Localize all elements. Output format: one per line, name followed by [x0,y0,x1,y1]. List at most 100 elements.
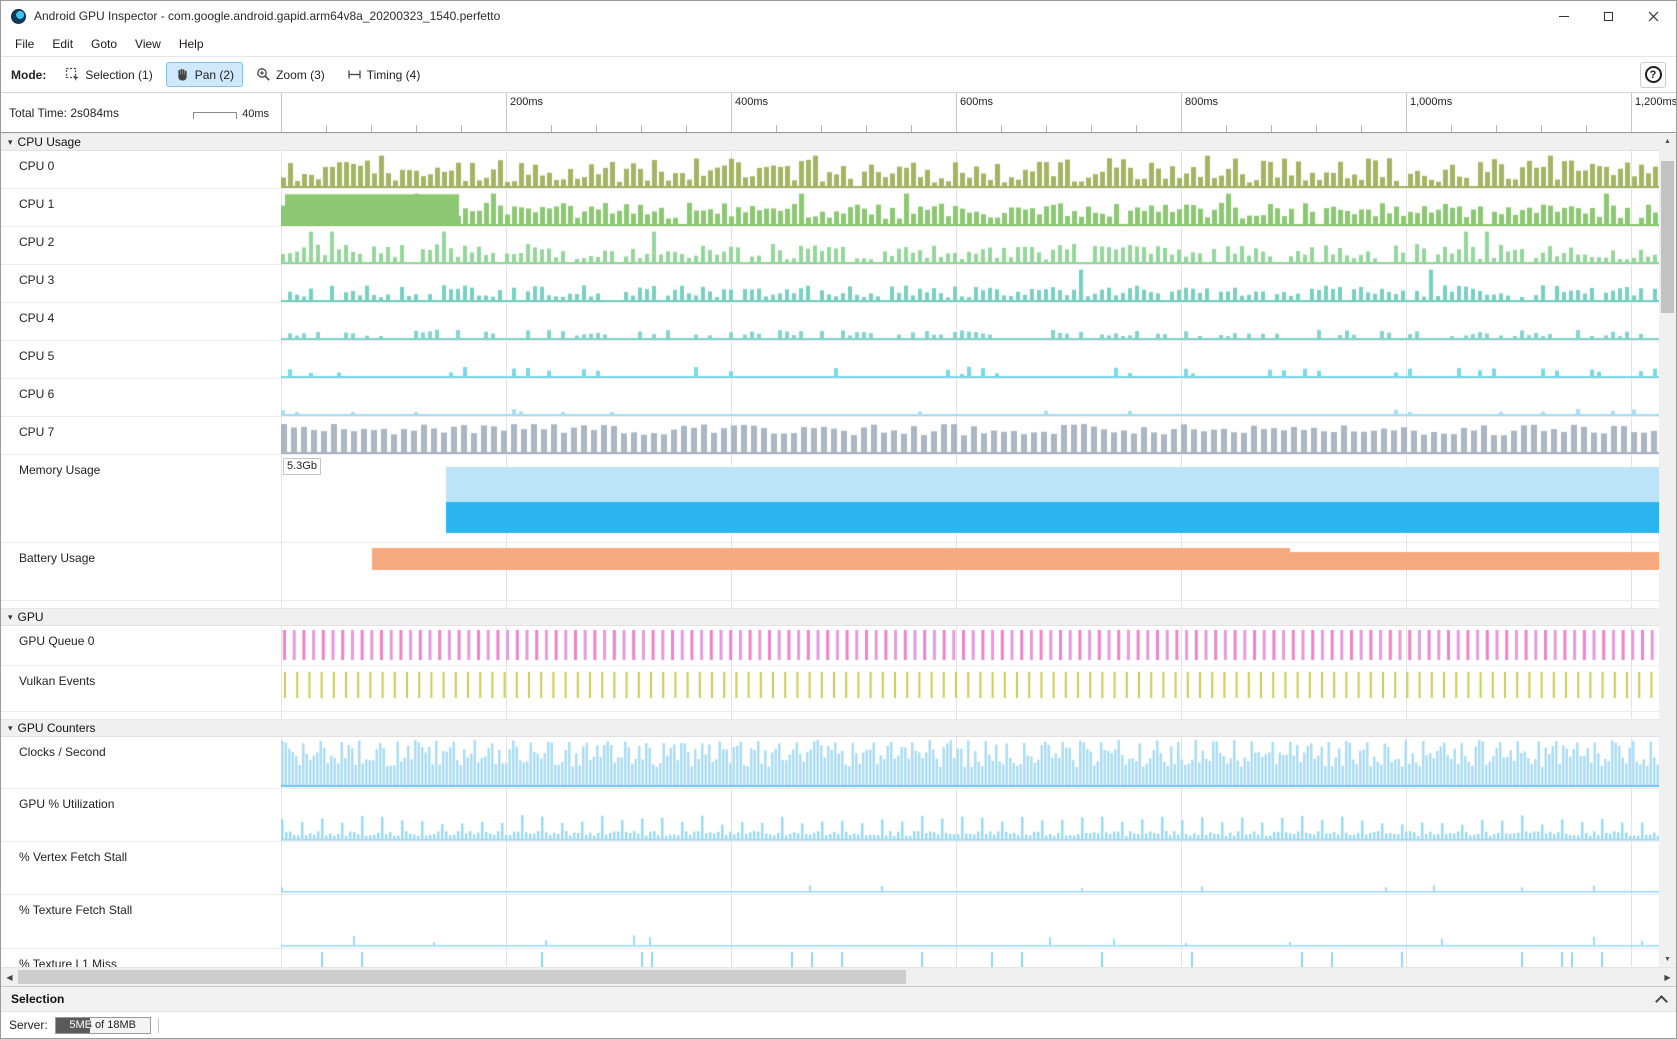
track-clocks-per-second: Clocks / Second [1,737,1661,789]
group-header-gpu-counters[interactable]: ▾ GPU Counters [1,719,1659,737]
close-icon [1648,11,1659,21]
mode-selection-button[interactable]: Selection (1) [56,62,161,87]
ruler-minor-tick [1586,125,1587,132]
selection-panel-header[interactable]: Selection [1,986,1676,1011]
horizontal-scrollbar[interactable]: ◀ ▶ [1,967,1676,986]
track-chart-cpu1[interactable] [281,189,1661,226]
track-chart-cpu6[interactable] [281,379,1661,416]
track-chart-texture-l1-miss[interactable] [281,949,1661,967]
track-chart-cpu5[interactable] [281,341,1661,378]
ruler-tick-label: 600ms [960,96,994,108]
scroll-left-icon[interactable]: ◀ [6,972,13,982]
status-divider [157,1017,159,1033]
scroll-right-icon[interactable]: ▶ [1664,972,1671,982]
track-chart-memory[interactable]: 5.3Gb [281,455,1661,542]
menu-file[interactable]: File [15,36,35,51]
minimize-icon [1558,15,1569,17]
group-header-label: CPU Usage [17,135,81,149]
menu-edit[interactable]: Edit [52,36,74,51]
ruler-minor-tick [1226,125,1227,132]
title-bar: Android GPU Inspector - com.google.andro… [1,1,1676,31]
track-waveform-texture-fetch-stall [281,895,1661,948]
collapse-arrow-icon: ▾ [8,722,13,733]
app-logo-icon [11,8,26,24]
track-chart-cpu0[interactable] [281,151,1661,188]
track-label-cpu3[interactable]: CPU 3 [19,273,55,287]
ruler-minor-tick [1136,125,1137,132]
horizontal-scroll-thumb[interactable] [18,970,906,984]
track-cpu6: CPU 6 [1,379,1661,417]
track-label-vertex-fetch-stall[interactable]: % Vertex Fetch Stall [19,850,128,864]
track-waveform-battery [281,543,1661,600]
maximize-button[interactable] [1586,1,1631,31]
track-chart-battery[interactable] [281,543,1661,600]
track-label-clocks-per-second[interactable]: Clocks / Second [19,745,106,759]
menu-goto[interactable]: Goto [91,36,118,51]
selection-icon [65,67,80,82]
server-memory-fill: 5MB of 18MB [55,1017,90,1033]
help-icon: ? [1644,66,1662,83]
track-label-cpu6[interactable]: CPU 6 [19,387,55,401]
track-label-cpu0[interactable]: CPU 0 [19,159,55,173]
track-chart-cpu4[interactable] [281,303,1661,340]
track-battery: Battery Usage [1,543,1661,601]
minimize-button[interactable] [1541,1,1586,31]
track-label-gpu-utilization[interactable]: GPU % Utilization [19,797,115,811]
scroll-up-icon[interactable]: ▲ [1664,137,1671,145]
collapse-panel-icon[interactable] [1655,994,1668,1008]
track-chart-cpu3[interactable] [281,265,1661,302]
menu-help[interactable]: Help [178,36,204,51]
track-label-cpu7[interactable]: CPU 7 [19,425,55,439]
group-header-cpu-usage[interactable]: ▾CPU Usage [1,133,1659,151]
track-chart-vulkan-events[interactable] [281,666,1661,711]
track-label-cpu4[interactable]: CPU 4 [19,311,55,325]
track-chart-cpu7[interactable] [281,417,1661,454]
group-header-label: GPU Counters [17,721,96,735]
track-label-cpu5[interactable]: CPU 5 [19,349,55,363]
ruler-tick-label: 200ms [510,96,544,108]
vertical-scroll-thumb[interactable] [1661,161,1674,313]
group-header-gpu[interactable]: ▾GPU [1,608,1659,626]
ruler-minor-tick [416,125,417,132]
track-label-texture-fetch-stall[interactable]: % Texture Fetch Stall [19,903,133,917]
server-label: Server: [9,1018,48,1032]
ruler-major-tick [506,93,507,132]
track-chart-gpu-utilization[interactable] [281,789,1661,841]
track-cpu0: CPU 0 [1,151,1661,189]
track-label-battery[interactable]: Battery Usage [19,551,96,565]
mode-timing-button[interactable]: Timing (4) [338,62,430,87]
track-waveform-gpu-utilization [281,789,1661,841]
track-chart-clocks-per-second[interactable] [281,737,1661,788]
track-waveform-vulkan-events [281,666,1661,711]
scale-label: 40ms [242,108,269,120]
ruler-major-tick [1181,93,1182,132]
help-button[interactable]: ? [1640,61,1666,88]
close-button[interactable] [1631,1,1676,31]
ruler-minor-tick [1316,125,1317,132]
track-label-cpu1[interactable]: CPU 1 [19,197,55,211]
ruler-minor-tick [1496,125,1497,132]
track-waveform-cpu1 [281,189,1661,226]
ruler-minor-tick [1451,125,1452,132]
mode-pan-button[interactable]: Pan (2) [165,62,244,87]
track-waveform-clocks-per-second [281,737,1661,788]
track-chart-cpu2[interactable] [281,227,1661,264]
menu-view[interactable]: View [135,36,161,51]
track-label-vulkan-events[interactable]: Vulkan Events [19,674,96,688]
track-chart-vertex-fetch-stall[interactable] [281,842,1661,894]
mode-zoom-button[interactable]: Zoom (3) [247,62,334,87]
vertical-scrollbar[interactable]: ▲ ▼ [1659,133,1676,967]
scroll-down-icon[interactable]: ▼ [1664,955,1671,963]
track-chart-gpu-queue-0[interactable] [281,626,1661,665]
track-label-texture-l1-miss[interactable]: % Texture L1 Miss [19,957,117,967]
track-label-memory[interactable]: Memory Usage [19,463,101,477]
track-waveform-cpu4 [281,303,1661,340]
track-label-cpu2[interactable]: CPU 2 [19,235,55,249]
track-label-gpu-queue-0[interactable]: GPU Queue 0 [19,634,95,648]
mode-pan-label: Pan (2) [194,67,235,82]
track-chart-texture-fetch-stall[interactable] [281,895,1661,948]
track-cpu2: CPU 2 [1,227,1661,265]
